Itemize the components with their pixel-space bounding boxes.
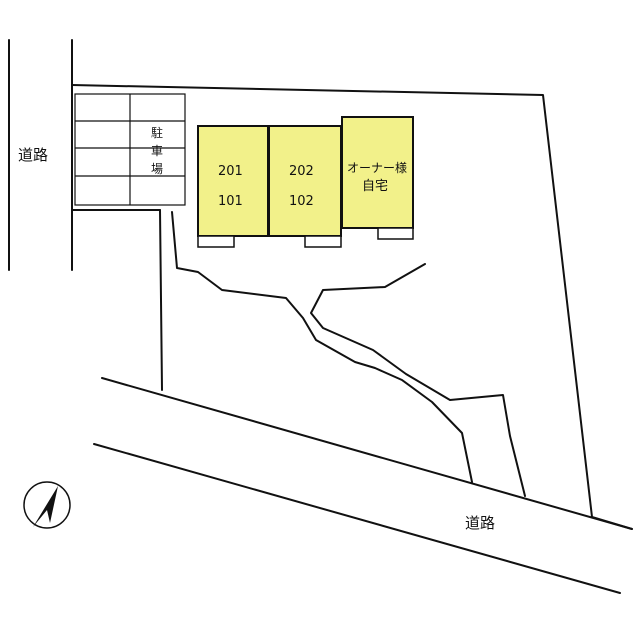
- owner-label-line2: 自宅: [362, 179, 388, 194]
- parking-label-1: 駐: [151, 125, 163, 140]
- unit-101-label: 101: [218, 194, 243, 209]
- parking-label-2: 車: [151, 144, 163, 158]
- owner-house: [341, 116, 414, 240]
- north-arrow-icon: [23, 481, 71, 529]
- parking-label-3: 場: [151, 162, 163, 176]
- unit-201-label: 201: [218, 164, 243, 179]
- parking-lot: [74, 93, 186, 206]
- unit-202-label: 202: [289, 164, 314, 179]
- road-label-bottom: 道路: [465, 514, 495, 532]
- unit-102-label: 102: [289, 194, 314, 209]
- owner-label-line1: オーナー様: [347, 161, 407, 175]
- pathways: [171, 211, 526, 497]
- bottom-road: [93, 377, 633, 594]
- road-label-left: 道路: [18, 146, 48, 164]
- left-road: [8, 39, 73, 271]
- unit-202-102: [268, 125, 342, 248]
- unit-201-101: [197, 125, 269, 248]
